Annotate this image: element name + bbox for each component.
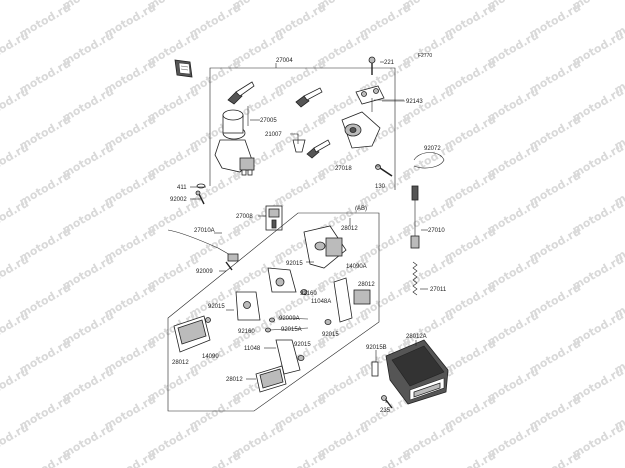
callout-21007: 21007: [265, 132, 282, 138]
diagram-code: F2770: [418, 53, 432, 59]
switch-wire-icon: [167, 229, 239, 271]
ignition-switch-icon: [214, 81, 255, 176]
watermark-text: motod.ru: [187, 449, 243, 468]
nut-icon: [265, 289, 332, 361]
callout-14090a: 14090A: [346, 264, 367, 270]
group-label: (AB): [355, 206, 367, 212]
switch-plunger-icon: [410, 185, 420, 249]
spring-icon: [412, 261, 418, 296]
upper-group-frame: [209, 67, 396, 190]
callout-28012a: 28012A: [406, 334, 427, 340]
callout-92009a: 92009A: [279, 316, 300, 322]
key-blank-icon: [292, 139, 306, 153]
helmet-lock-icon: [341, 85, 385, 149]
callout-28012-mid: 28012: [358, 282, 375, 288]
callout-92009: 92009: [196, 269, 213, 275]
screw-icon: [368, 56, 376, 75]
callout-92002: 92002: [170, 197, 187, 203]
watermark-text: motod.ru: [612, 449, 625, 468]
callout-27005: 27005: [260, 118, 277, 124]
callout-92160-b: 92160: [238, 329, 255, 335]
callout-27004: 27004: [276, 58, 293, 64]
callout-92015-c: 92015: [322, 332, 339, 338]
rear-reflector-icon: [385, 339, 449, 405]
callout-92015-a: 92015: [286, 261, 303, 267]
lower-group-frame: [167, 212, 380, 412]
watermark-text: motod.ru: [0, 197, 31, 237]
callout-27008: 27008: [236, 214, 253, 220]
callout-11048: 11048: [244, 346, 261, 352]
lower-bracket-icon: [275, 339, 301, 375]
callout-28012-bottom: 28012: [226, 377, 243, 383]
callout-11048a: 11048A: [311, 299, 331, 305]
callout-130: 130: [375, 184, 386, 190]
watermark-text: motod.ru: [0, 29, 31, 69]
watermark-text: motod.ru: [0, 141, 31, 181]
callout-235: 235: [380, 408, 391, 414]
manual-book-icon: [174, 59, 193, 78]
callout-28012-top: 28012: [341, 226, 358, 232]
stay-bracket-icon: [333, 277, 371, 323]
callout-27010: 27010: [428, 228, 445, 234]
watermark-text: motod.ru: [0, 365, 31, 405]
bolt-235-icon: [381, 395, 393, 409]
callout-14090: 14090: [202, 354, 219, 360]
watermark-text: motod.ru: [0, 309, 31, 349]
bracket-icon: [303, 225, 347, 269]
watermark-text: motod.ru: [0, 253, 31, 293]
key-icon: [295, 87, 331, 159]
callout-92072: 92072: [424, 146, 441, 152]
callout-27011: 27011: [430, 287, 447, 293]
callout-221: 221: [384, 60, 395, 66]
callout-92015a: 92015A: [281, 327, 302, 333]
watermark-text: motod.ru: [17, 449, 73, 468]
callout-92015-b: 92015: [208, 304, 225, 310]
watermark-text: motod.ru: [272, 449, 328, 468]
leader-lines: [190, 61, 428, 403]
reflector-mount-icon: [267, 267, 297, 293]
stay-icon: [371, 361, 379, 377]
watermark-text: motod.ru: [357, 449, 413, 468]
watermark-text: motod.ru: [0, 0, 31, 13]
watermark-text: motod.ru: [0, 421, 31, 461]
callout-92015-d: 92015: [294, 342, 311, 348]
callout-27010a: 27010A: [194, 228, 215, 234]
left-bracket-icon: [235, 291, 261, 321]
watermark-text: motod.ru: [0, 85, 31, 125]
callout-92015b: 92015B: [366, 345, 387, 351]
callout-411: 411: [177, 185, 187, 191]
reflector-left-icon: [173, 315, 211, 353]
reflector-bottom-icon: [255, 365, 287, 393]
callout-28012-left: 28012: [172, 360, 189, 366]
key-tag-icon: [265, 205, 283, 231]
callout-92143: 92143: [406, 99, 423, 105]
callout-92160-a: 92160: [300, 291, 317, 297]
callout-27018: 27018: [335, 166, 352, 172]
watermark-text: motod.ru: [102, 449, 158, 468]
clip-icon: [413, 152, 445, 169]
watermark-text: motod.ru: [527, 449, 583, 468]
watermark-text: motod.ru: [442, 449, 498, 468]
